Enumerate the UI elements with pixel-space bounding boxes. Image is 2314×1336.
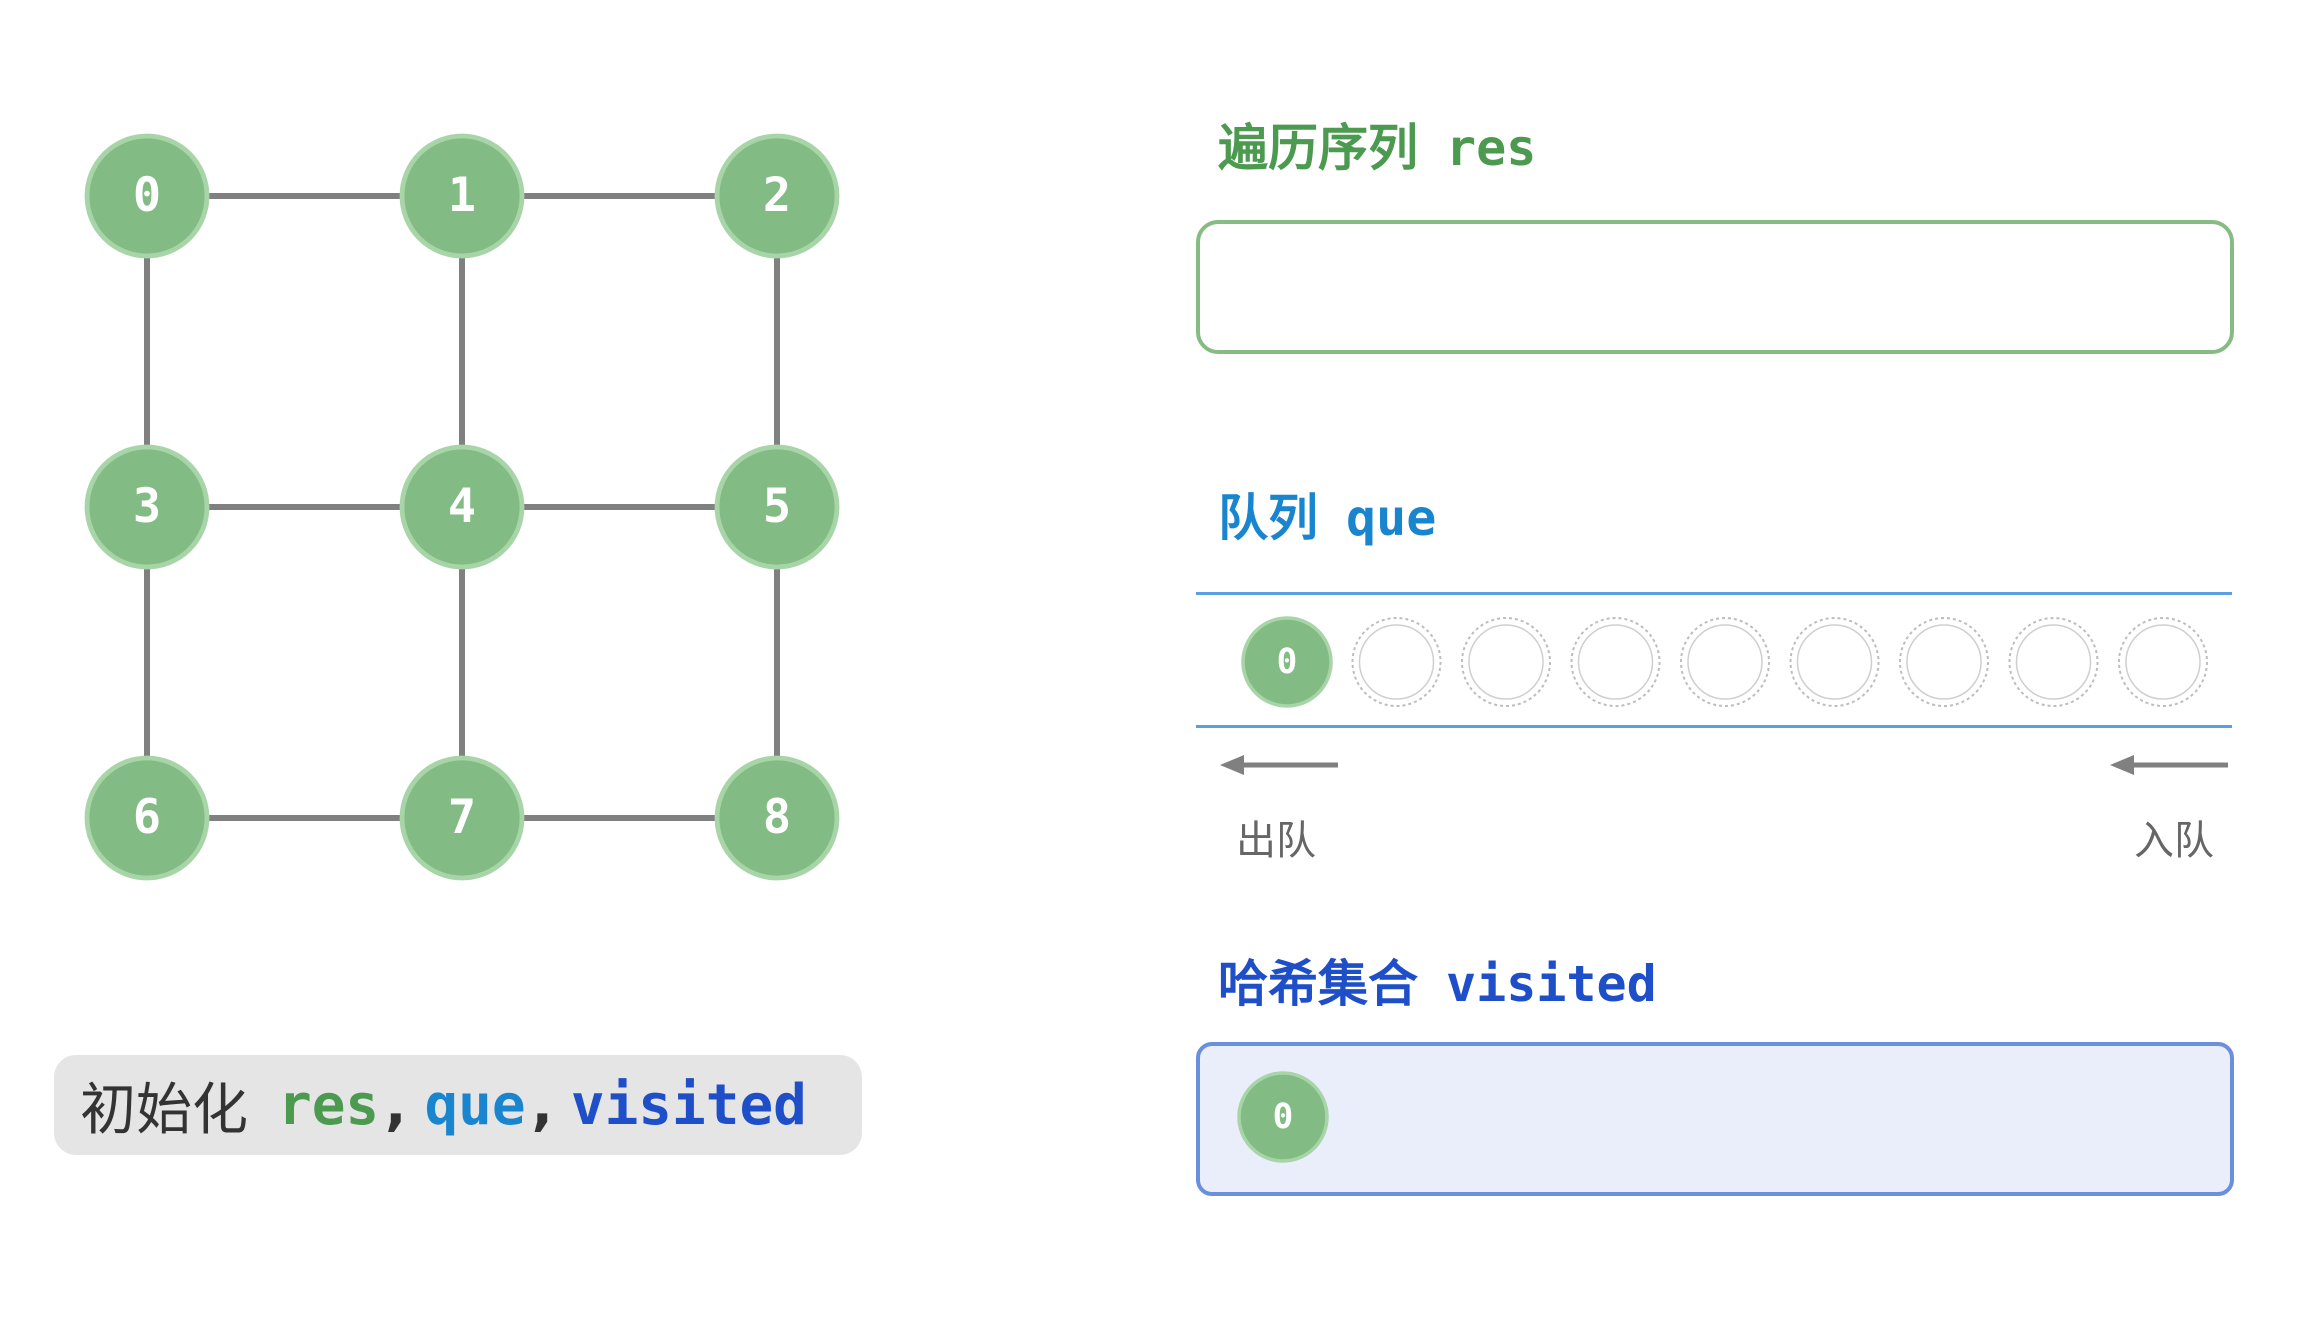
visited-title: 哈希集合 visited xyxy=(1218,944,1657,1016)
svg-text:2: 2 xyxy=(763,169,791,223)
svg-text:7: 7 xyxy=(448,791,476,845)
svg-text:5: 5 xyxy=(763,480,791,534)
graph: 0 1 2 3 4 5 6 7 8 xyxy=(84,133,840,881)
caption-text: 初始化 xyxy=(80,1077,248,1143)
queue-empty-slot xyxy=(2008,617,2099,707)
svg-text:0: 0 xyxy=(1273,1097,1294,1137)
queue-empty-slot xyxy=(1570,617,1661,707)
svg-text:4: 4 xyxy=(448,480,476,534)
queue-empty-slot xyxy=(1789,617,1880,707)
graph-vertex: 6 xyxy=(84,755,210,881)
queue-empty-slot xyxy=(1899,617,1989,707)
caption-separator: , xyxy=(385,1072,407,1138)
queue-empty-slot xyxy=(1351,617,1442,707)
enqueue-label: 入队 xyxy=(2134,818,2214,864)
graph-vertex: 3 xyxy=(84,444,210,570)
queue-empty-slot xyxy=(1461,617,1551,707)
queue-container: 0 xyxy=(1196,592,2232,728)
que-title-cn: 队列 xyxy=(1218,489,1318,547)
svg-text:8: 8 xyxy=(763,791,791,845)
visited-set-box: 0 xyxy=(1196,1042,2234,1196)
svg-text:1: 1 xyxy=(448,169,476,223)
dequeue-arrow-icon xyxy=(1220,755,1338,775)
step-caption: 初始化 res, que, visited xyxy=(54,1055,862,1155)
visited-title-code: visited xyxy=(1446,955,1657,1013)
res-title-code: res xyxy=(1446,119,1537,177)
res-title: 遍历序列 res xyxy=(1218,108,1536,180)
svg-text:6: 6 xyxy=(133,791,161,845)
graph-vertex: 5 xyxy=(714,444,840,570)
graph-vertex: 4 xyxy=(399,444,525,570)
graph-vertex: 1 xyxy=(399,133,525,259)
graph-vertex: 0 xyxy=(84,133,210,259)
que-title-code: que xyxy=(1346,489,1437,547)
res-sequence-box xyxy=(1196,220,2234,354)
queue-item: 0 xyxy=(1241,616,1333,708)
graph-vertex: 8 xyxy=(714,755,840,881)
graph-vertex: 7 xyxy=(399,755,525,881)
dequeue-label: 出队 xyxy=(1236,818,1316,864)
caption-code-res: res xyxy=(278,1072,380,1138)
caption-code-visited: visited xyxy=(570,1072,807,1138)
graph-vertex: 2 xyxy=(714,133,840,259)
queue-empty-slot xyxy=(1680,617,1770,707)
que-title: 队列 que xyxy=(1218,478,1436,550)
caption-code-que: que xyxy=(424,1072,526,1138)
visited-title-cn: 哈希集合 xyxy=(1218,955,1418,1013)
queue-empty-slot xyxy=(2118,617,2208,707)
visited-item: 0 xyxy=(1237,1071,1329,1163)
caption-separator: , xyxy=(531,1072,553,1138)
svg-text:0: 0 xyxy=(1277,642,1298,682)
svg-text:0: 0 xyxy=(133,169,161,223)
res-title-cn: 遍历序列 xyxy=(1218,119,1418,177)
svg-text:3: 3 xyxy=(133,480,161,534)
enqueue-arrow-icon xyxy=(2110,755,2228,775)
